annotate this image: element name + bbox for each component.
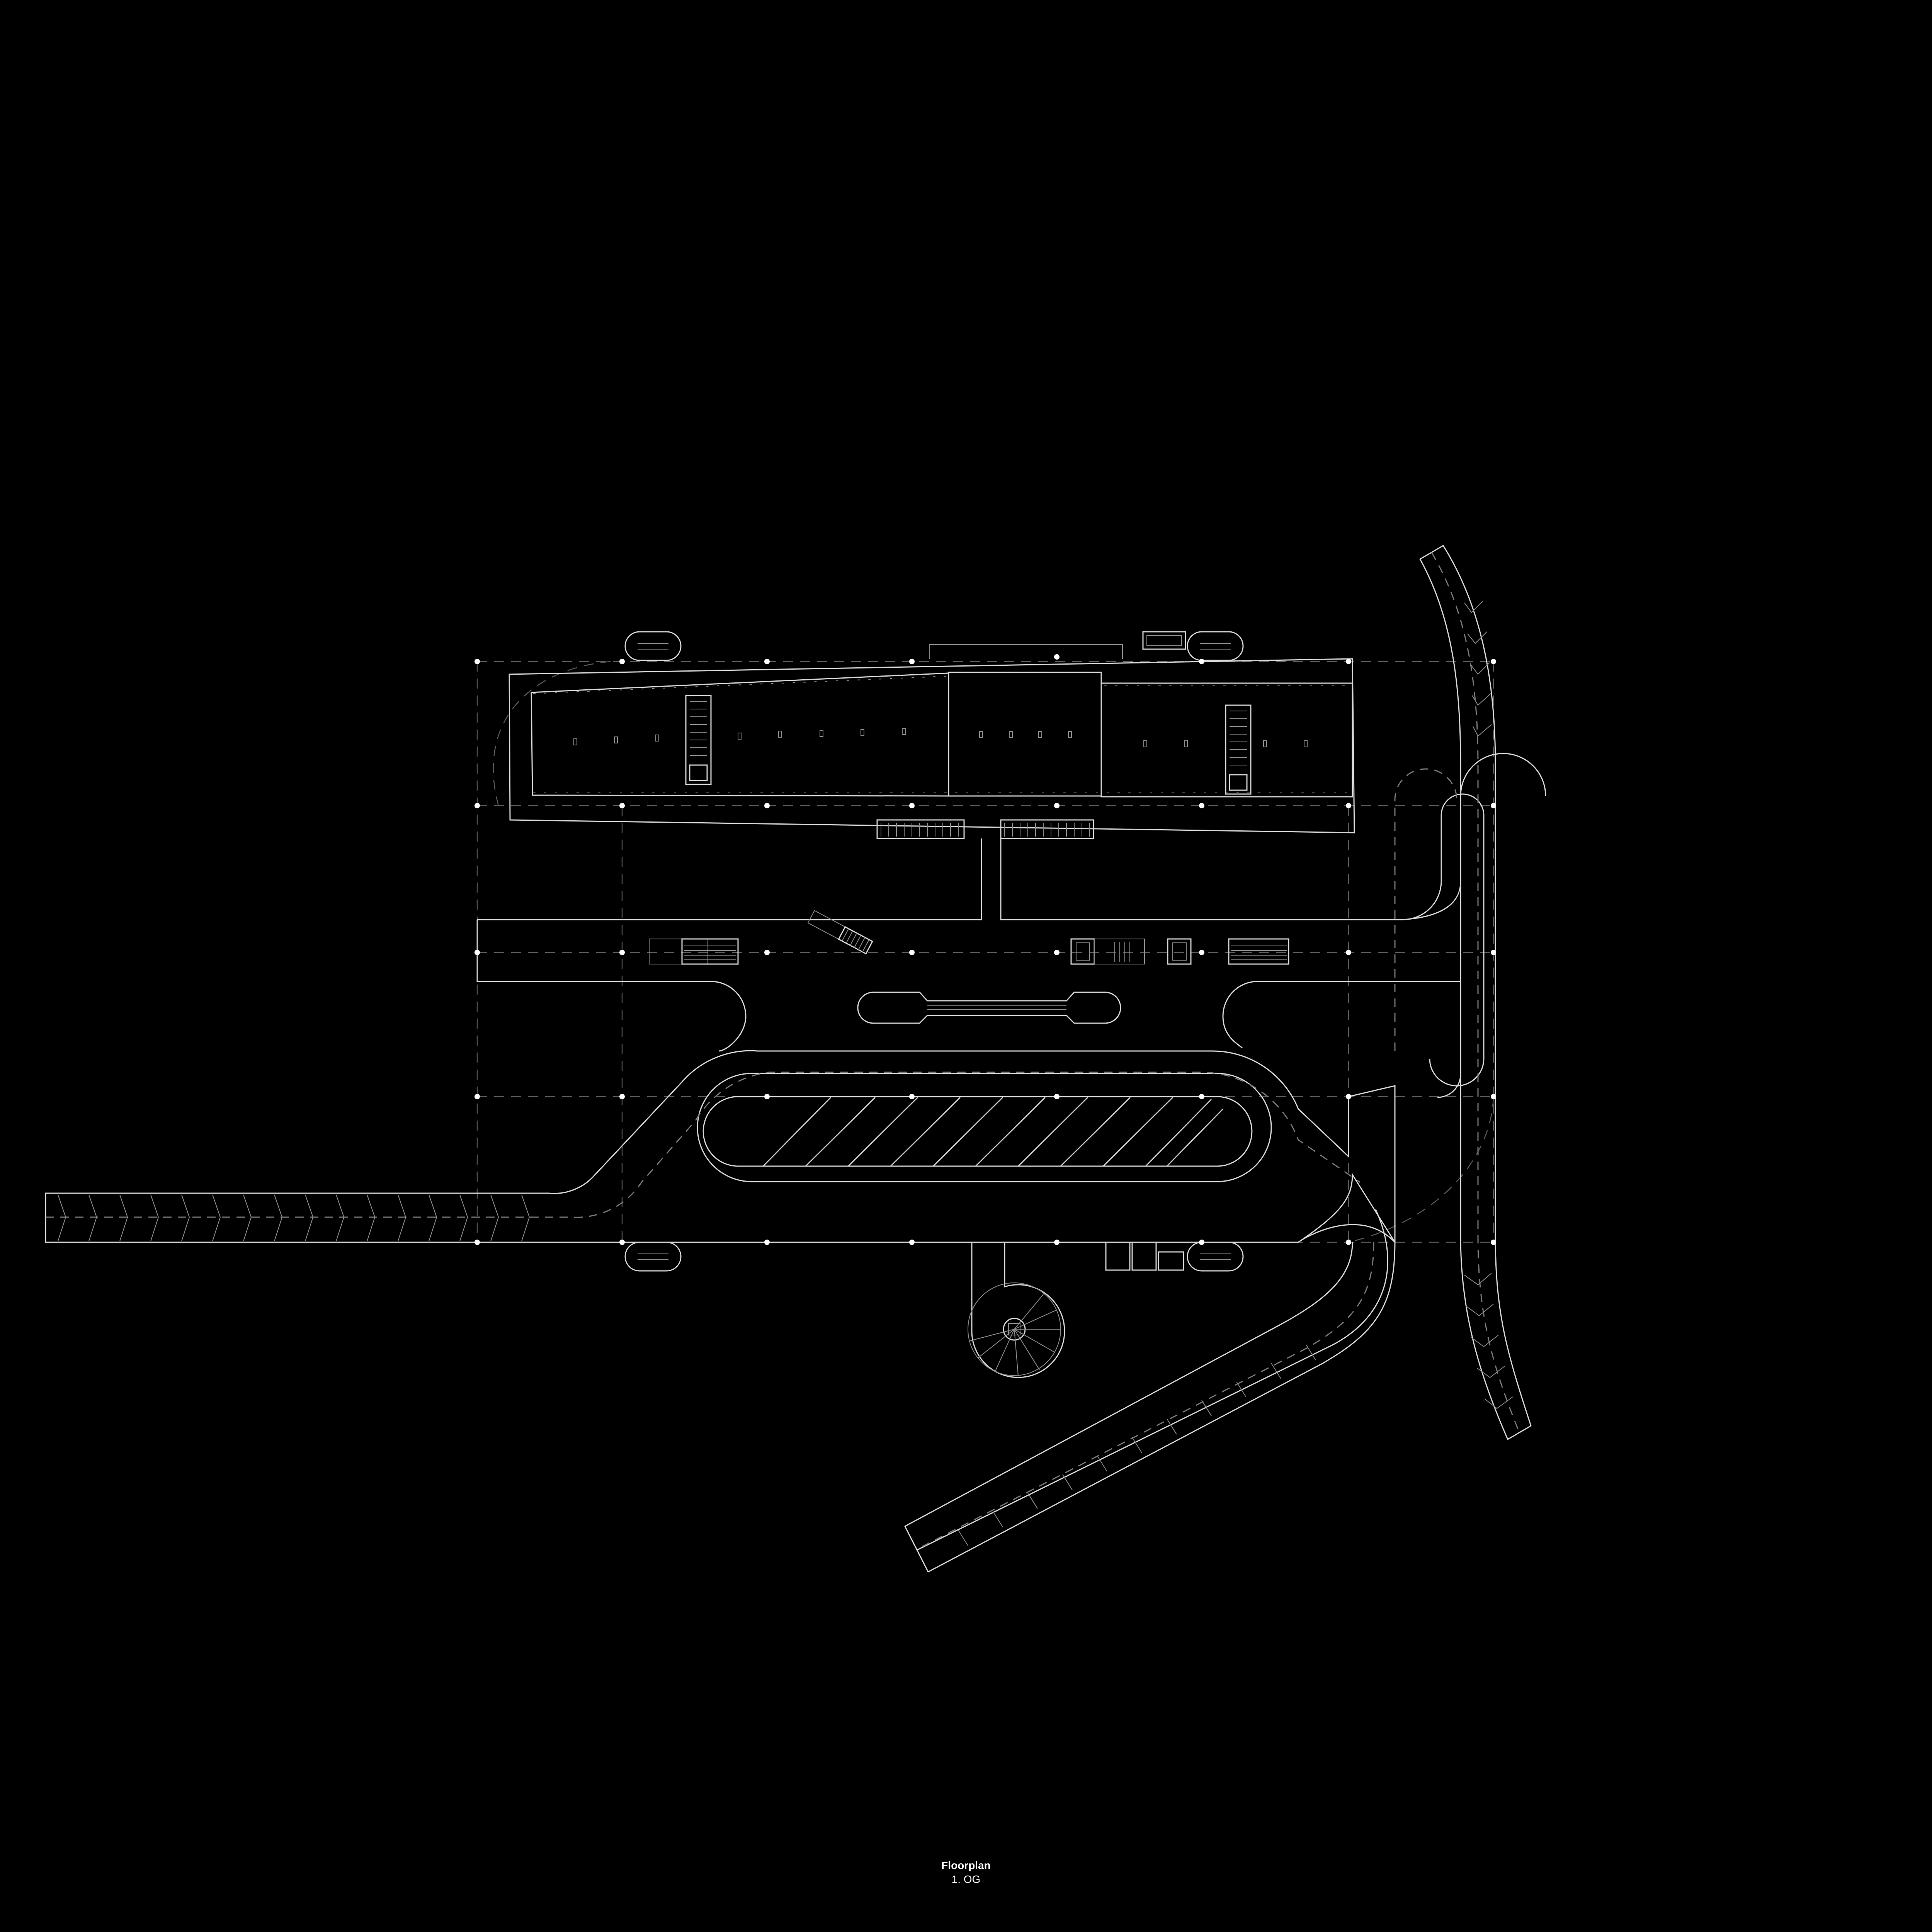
elevator-top-right [1142, 631, 1186, 650]
concourse-bench [857, 992, 1121, 1024]
elevator-center-right [1167, 938, 1192, 965]
drawing-caption: Floorplan 1. OG [0, 1859, 1932, 1886]
stair-core-east [1225, 704, 1252, 795]
building-inner-outline-west [531, 672, 949, 797]
ramp-se-chevrons [958, 1344, 1316, 1546]
ramp-southeast [904, 1172, 1396, 1573]
facade-mullions-north [533, 676, 947, 694]
pod-bottom-right [1187, 1242, 1244, 1272]
parking-hatched-zone [702, 1096, 1253, 1167]
elevator-bottom-2 [1131, 1242, 1157, 1271]
building-upper-edge [929, 644, 1123, 659]
parking-loop-outer [757, 1050, 1396, 1242]
elevator-bottom-1 [1105, 1242, 1131, 1271]
concourse-lower-edge-right [1222, 981, 1461, 1098]
parking-hatching [762, 1097, 1224, 1167]
diagonal-stair [807, 910, 873, 955]
concourse [476, 838, 1461, 1098]
concourse-stairs [649, 910, 1289, 965]
stair-core-west [685, 695, 712, 785]
caption-subtitle: 1. OG [951, 1873, 981, 1885]
bridge-stairs [876, 819, 1094, 839]
spiral-stair-treads [969, 1294, 1061, 1376]
parking-loop-road-west [45, 1050, 1396, 1243]
bottom-elements [624, 1242, 1244, 1378]
building-columns [573, 728, 1308, 747]
pod-top-right [1187, 631, 1244, 661]
building-outer-outline [509, 658, 1355, 833]
building-central-hall [948, 672, 1102, 797]
main-building [509, 644, 1355, 833]
grid-arc-right [1348, 1096, 1494, 1243]
concourse-upper-edge-right [1000, 838, 1403, 920]
ramp-east-chevrons [1464, 600, 1513, 1409]
ramp-west-chevrons [58, 1194, 530, 1242]
ramp-west [58, 1194, 530, 1242]
parking-loop [45, 1050, 1396, 1243]
parking-island [697, 1073, 1272, 1182]
ramp-east [1419, 544, 1532, 1440]
caption-title: Floorplan [941, 1859, 991, 1871]
escalator-pods-top [624, 631, 1244, 661]
spiral-stair-arm [971, 1242, 1065, 1378]
concourse-upper-edge-left [477, 838, 982, 920]
right-loop-ramp [1394, 753, 1546, 1087]
elevator-bottom-3 [1158, 1251, 1184, 1271]
concourse-lower-edge-left [476, 920, 747, 1052]
parking-loop-centerline [46, 1071, 1361, 1218]
grid-arc-left [493, 661, 611, 806]
building-inner-outline-east [1100, 682, 1353, 798]
pod-bottom-left [624, 1242, 682, 1272]
pod-top-left [624, 631, 682, 661]
grid-dots [474, 654, 1496, 1245]
